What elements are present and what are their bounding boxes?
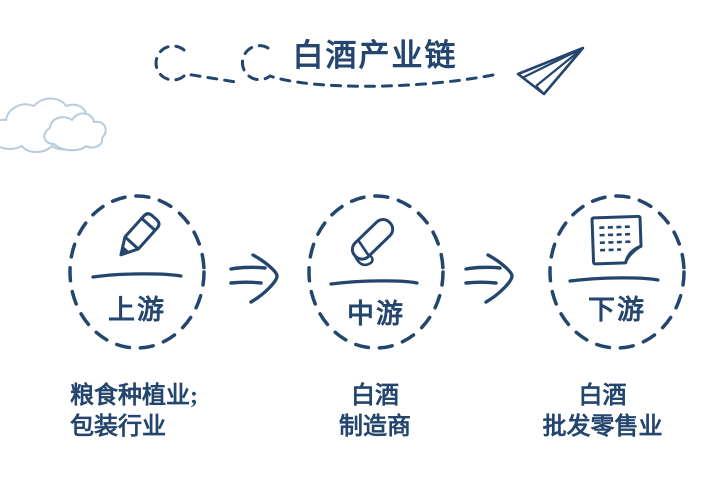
pencil-icon [119,212,161,257]
description-line: 白酒 [351,383,399,409]
underline [91,272,183,279]
page-title: 白酒产业链 [292,38,458,73]
description-line: 白酒 [578,383,627,409]
cloud-doodle-icon [0,97,107,153]
station-circle-upstream [68,194,206,350]
station-circle-downstream [548,194,686,350]
eraser-icon [350,218,395,267]
stage-label-midstream: 中游 [347,299,405,329]
description-upstream: 粮食种植业; 包装行业 [70,381,198,443]
underline [329,279,419,286]
description-line: 粮食种植业; [70,383,198,409]
stage-label-upstream: 上游 [108,295,166,325]
description-midstream: 白酒 制造商 [300,381,450,443]
description-line: 包装行业 [70,414,166,440]
dashed-loop-trail [154,44,585,96]
paper-plane-icon [516,46,585,96]
underline [568,276,660,283]
station-circle-midstream [307,194,445,350]
description-downstream: 白酒 批发零售业 [515,381,690,443]
note-icon [590,214,643,266]
description-line: 制造商 [339,414,411,440]
double-chevron-arrow [229,253,279,304]
description-line: 批发零售业 [542,414,663,440]
double-chevron-arrow [464,253,514,304]
stage-label-downstream: 下游 [588,295,646,325]
